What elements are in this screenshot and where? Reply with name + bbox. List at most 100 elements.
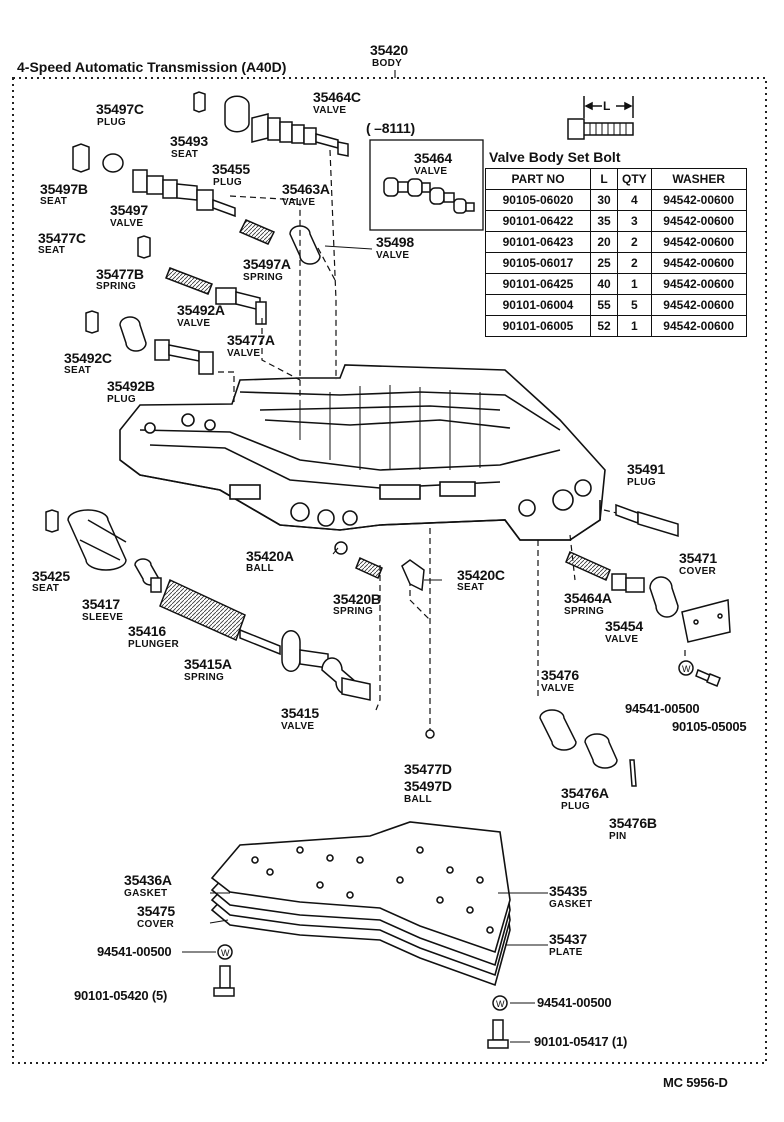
label-35497b-name: SEAT: [40, 196, 68, 207]
label-35417-name: SLEEVE: [82, 612, 124, 623]
label-35492b-name: PLUG: [107, 394, 136, 405]
label-35435-name: GASKET: [549, 899, 593, 910]
small-parts-top-left: [72, 91, 349, 375]
label-35420b-number: 35420B: [333, 591, 381, 607]
label-35491-number: 35491: [627, 461, 665, 477]
table-cell: 90101-06005: [485, 315, 591, 337]
bolt-right-number: 90101-05417 (1): [534, 1034, 628, 1049]
footer-code: MC 5956-D: [663, 1075, 728, 1090]
label-35497d-number: 35497D: [404, 778, 452, 794]
label-35463a-name: VALVE: [282, 197, 316, 208]
label-35471-name: COVER: [679, 566, 717, 577]
table-row: 90101-06423 20 2 94542-00600: [485, 231, 747, 253]
table-cell: 35: [590, 210, 618, 232]
table-cell: 90101-06423: [485, 231, 591, 253]
label-35497-name: VALVE: [110, 218, 144, 229]
table-cell: 90105-06020: [485, 189, 591, 211]
label-35492a-name: VALVE: [177, 318, 211, 329]
set-bolt-icon: [567, 96, 634, 140]
bolt-left-number: 90101-05420 (5): [74, 988, 168, 1003]
table-cell: 94542-00600: [650, 315, 747, 337]
label-35475-name: COVER: [137, 919, 175, 930]
label-35477b-number: 35477B: [96, 266, 144, 282]
table-cell: 30: [590, 189, 618, 211]
table-cell: 1: [617, 273, 652, 295]
table-header-cell: WASHER: [650, 168, 747, 190]
label-35477a-name: VALVE: [227, 348, 261, 359]
label-35475-number: 35475: [137, 903, 175, 919]
table-row: 90105-06017 25 2 94542-00600: [485, 252, 747, 274]
table-cell: 90101-06425: [485, 273, 591, 295]
diagram-title: 4-Speed Automatic Transmission (A40D): [17, 59, 287, 75]
label-35476b-name: PIN: [609, 831, 627, 842]
label-35420a-name: BALL: [246, 563, 274, 574]
svg-text:W: W: [221, 948, 230, 958]
label-35416-name: PLUNGER: [128, 639, 179, 650]
label-35454-number: 35454: [605, 618, 643, 634]
washer-cover-number: 94541-00500: [625, 701, 700, 716]
washer-left-number: 94541-00500: [97, 944, 172, 959]
small-parts-lower-left: [45, 509, 435, 739]
table-cell: 5: [617, 294, 652, 316]
label-35498-name: VALVE: [376, 250, 410, 261]
label-35498-number: 35498: [376, 234, 414, 250]
table-cell: 25: [590, 252, 618, 274]
label-35415a-number: 35415A: [184, 656, 232, 672]
label-35476-name: VALVE: [541, 683, 575, 694]
table-header-cell: QTY: [617, 168, 652, 190]
table-cell: 1: [617, 315, 652, 337]
table-cell: 90105-06017: [485, 252, 591, 274]
valve-body-set-bolt-table: PART NO L QTY WASHER 90105-06020 30 4 94…: [485, 168, 747, 337]
label-35455-name: PLUG: [213, 177, 242, 188]
table-header-row: PART NO L QTY WASHER: [485, 168, 747, 190]
label-35464-number: 35464: [414, 150, 452, 166]
label-35417-number: 35417: [82, 596, 120, 612]
valve-body-casting: [119, 364, 606, 541]
label-35493-name: SEAT: [171, 149, 199, 160]
label-35420a-number: 35420A: [246, 548, 294, 564]
label-35492c-number: 35492C: [64, 350, 112, 366]
table-cell: 3: [617, 210, 652, 232]
table-cell: 40: [590, 273, 618, 295]
label-35497-number: 35497: [110, 202, 148, 218]
dimension-label: L: [603, 99, 611, 113]
label-35477d-name: BALL: [404, 794, 432, 805]
label-35435-number: 35435: [549, 883, 587, 899]
table-title: Valve Body Set Bolt: [489, 149, 621, 165]
body-part-number: 35420: [370, 42, 408, 58]
table-cell: 90101-06422: [485, 210, 591, 232]
label-35420c-name: SEAT: [457, 582, 485, 593]
label-35497c-number: 35497C: [96, 101, 144, 117]
label-35492a-number: 35492A: [177, 302, 225, 318]
label-35455-number: 35455: [212, 161, 250, 177]
table-cell: 94542-00600: [650, 189, 747, 211]
label-35420b-name: SPRING: [333, 606, 374, 617]
label-35476a-number: 35476A: [561, 785, 609, 801]
label-35415-number: 35415: [281, 705, 319, 721]
label-35437-name: PLATE: [549, 947, 583, 958]
svg-text:W: W: [496, 999, 505, 1009]
table-header-cell: L: [590, 168, 618, 190]
label-35437-number: 35437: [549, 931, 587, 947]
table-cell: 55: [590, 294, 618, 316]
label-35425-name: SEAT: [32, 583, 60, 594]
label-35436a-number: 35436A: [124, 872, 172, 888]
small-parts-right: [539, 503, 731, 787]
table-cell: 94542-00600: [650, 273, 747, 295]
label-35492b-number: 35492B: [107, 378, 155, 394]
range-note: ( –8111): [366, 120, 415, 136]
label-35425-number: 35425: [32, 568, 70, 584]
fasteners: W W W: [213, 660, 721, 1049]
label-35436a-name: GASKET: [124, 888, 168, 899]
label-35497b-number: 35497B: [40, 181, 88, 197]
plate-stack: [210, 821, 511, 987]
label-35464c-number: 35464C: [313, 89, 361, 105]
label-35477c-name: SEAT: [38, 245, 66, 256]
label-35497a-name: SPRING: [243, 272, 284, 283]
table-header-cell: PART NO: [485, 168, 591, 190]
table-cell: 52: [590, 315, 618, 337]
table-cell: 94542-00600: [650, 252, 747, 274]
label-35492c-name: SEAT: [64, 365, 92, 376]
